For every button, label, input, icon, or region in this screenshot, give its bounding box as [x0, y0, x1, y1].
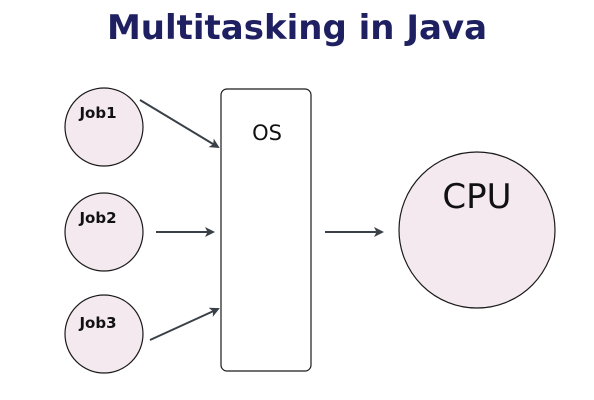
job-label: Job3 — [78, 314, 116, 332]
job-circle — [64, 192, 144, 272]
job-node-3: Job3 — [64, 294, 144, 374]
job-circle — [64, 294, 144, 374]
job-node-2: Job2 — [64, 192, 144, 272]
arrow-job1-to-os — [139, 99, 220, 149]
arrow-job3-to-os — [149, 307, 220, 341]
job-label: Job2 — [78, 209, 116, 227]
os-node: OS — [220, 88, 312, 372]
os-box — [220, 88, 312, 372]
cpu-label: CPU — [442, 177, 511, 217]
job-node-1: Job1 — [64, 87, 144, 167]
diagram-title: Multitasking in Java — [106, 8, 488, 48]
job-circle — [64, 87, 144, 167]
cpu-node: CPU — [398, 151, 556, 309]
cpu-circle — [398, 151, 556, 309]
os-label: OS — [252, 121, 282, 145]
job-label: Job1 — [78, 104, 116, 122]
